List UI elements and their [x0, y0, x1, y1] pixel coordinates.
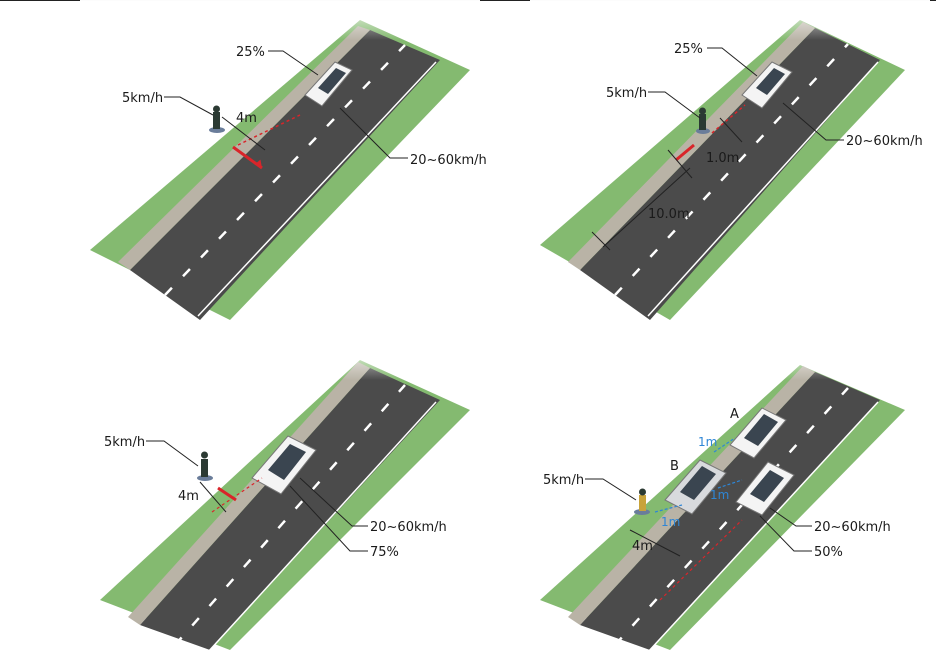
- lane-divider: [164, 44, 406, 296]
- pedestrian: [209, 105, 225, 133]
- road-edge-line: [197, 61, 437, 317]
- lane-divider: [614, 43, 849, 296]
- road-edge-line: [647, 61, 879, 317]
- pedestrian: [696, 107, 710, 134]
- car-b-label: B: [670, 459, 679, 474]
- car: [304, 61, 353, 107]
- overlap-label: 75%: [370, 545, 399, 560]
- gap-label: 4m: [178, 489, 199, 504]
- road: [130, 30, 440, 320]
- car: [735, 461, 795, 516]
- sidewalk: [118, 26, 370, 270]
- car-a-label: A: [730, 407, 739, 422]
- sidewalk: [128, 362, 370, 625]
- overlap-label: 50%: [814, 545, 843, 560]
- road: [140, 368, 440, 650]
- car-speed-label: 20~60km/h: [814, 520, 891, 535]
- car-speed-label: 20~60km/h: [846, 134, 923, 149]
- road: [580, 372, 880, 650]
- panel-bottom-right: 5km/h 4m A B 1m 1m 1m 20~60km/h 50%: [530, 340, 930, 653]
- panel-bottom-left: 5km/h 4m 20~60km/h 75%: [90, 340, 490, 653]
- spacing-label-middle: 1m: [710, 488, 729, 502]
- overlap-label: 25%: [236, 45, 265, 60]
- car-speed-label: 20~60km/h: [370, 520, 447, 535]
- person-speed-label: 5km/h: [543, 473, 584, 488]
- pedestrian: [634, 488, 650, 515]
- car: [741, 61, 793, 109]
- road-edge-line: [207, 401, 437, 653]
- direction-arrow: [675, 143, 695, 162]
- person-speed-label: 5km/h: [606, 86, 647, 101]
- panel-top-left: 5km/h 4m 25% 20~60km/h: [80, 0, 487, 320]
- overlap-label: 25%: [674, 42, 703, 57]
- lane-divider: [174, 384, 406, 646]
- car: [251, 435, 317, 495]
- road-edge-line: [647, 401, 879, 653]
- car-speed-label: 20~60km/h: [410, 153, 487, 168]
- panel-top-right: 5km/h 1.0m 10.0m 25% 20~60km/h: [530, 0, 930, 320]
- gap-far-label: 10.0m: [648, 207, 690, 222]
- gap-label: 4m: [236, 111, 257, 126]
- car-b: [664, 459, 727, 515]
- spacing-label-top: 1m: [698, 435, 717, 449]
- pedestrian: [197, 451, 213, 481]
- person-speed-label: 5km/h: [104, 435, 145, 450]
- road: [580, 28, 880, 320]
- spacing-label-bottom: 1m: [661, 515, 680, 529]
- car-a: [729, 407, 787, 459]
- gap-near-label: 1.0m: [706, 151, 739, 166]
- gap-label: 4m: [632, 539, 653, 554]
- lane-divider: [614, 387, 849, 646]
- person-speed-label: 5km/h: [122, 91, 163, 106]
